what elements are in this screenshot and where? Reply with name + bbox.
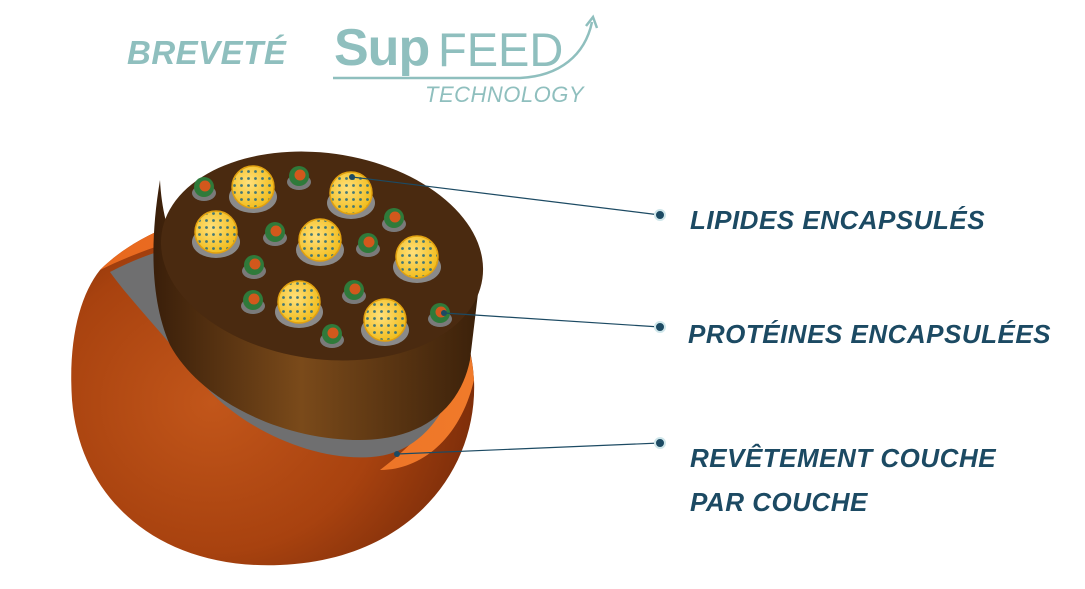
leader-dot-lipids-end	[654, 209, 666, 221]
lipid-capsule	[192, 210, 240, 258]
leader-dot-proteins-start	[441, 310, 447, 316]
core-side	[153, 180, 482, 440]
protein-capsule	[242, 255, 266, 279]
brand-feed: FEED	[438, 23, 564, 76]
protein-capsule	[263, 222, 287, 246]
label-proteins: PROTÉINES ENCAPSULÉES	[688, 319, 1052, 349]
leader-line-coating	[396, 442, 661, 455]
label-coating-line1: REVÊTEMENT COUCHE	[690, 443, 997, 473]
leader-line-proteins	[443, 312, 661, 328]
protein-capsule	[192, 177, 216, 201]
leader-dot-coating-end	[654, 437, 666, 449]
brand-sup: Sup	[334, 19, 430, 77]
patent-label: BREVETÉ	[127, 34, 287, 71]
leader-dot-proteins-end	[654, 321, 666, 333]
protein-capsule	[320, 324, 344, 348]
leader-line-lipids	[351, 176, 661, 216]
leader-dot-coating-start	[394, 451, 400, 457]
lipid-capsule	[327, 171, 375, 219]
lipid-capsule	[393, 235, 441, 283]
protein-capsule	[287, 166, 311, 190]
lipid-capsule	[275, 280, 323, 328]
protein-capsule	[382, 208, 406, 232]
leader-dot-lipids-start	[349, 174, 355, 180]
brand-technology: TECHNOLOGY	[425, 82, 585, 107]
protein-capsule	[356, 233, 380, 257]
brand-swoosh-arrow	[585, 14, 599, 29]
label-coating: REVÊTEMENT COUCHE PAR COUCHE	[690, 436, 996, 524]
label-lipids: LIPIDES ENCAPSULÉS	[690, 205, 986, 235]
protein-capsule	[342, 280, 366, 304]
lipid-capsule	[296, 218, 344, 266]
label-coating-line2: PAR COUCHE	[690, 487, 868, 517]
lipid-capsule	[229, 165, 277, 213]
shell-rim	[100, 204, 474, 470]
lipid-capsule	[361, 298, 409, 346]
protein-capsule	[428, 303, 452, 327]
protein-capsule	[241, 290, 265, 314]
brand-swoosh	[333, 21, 594, 80]
